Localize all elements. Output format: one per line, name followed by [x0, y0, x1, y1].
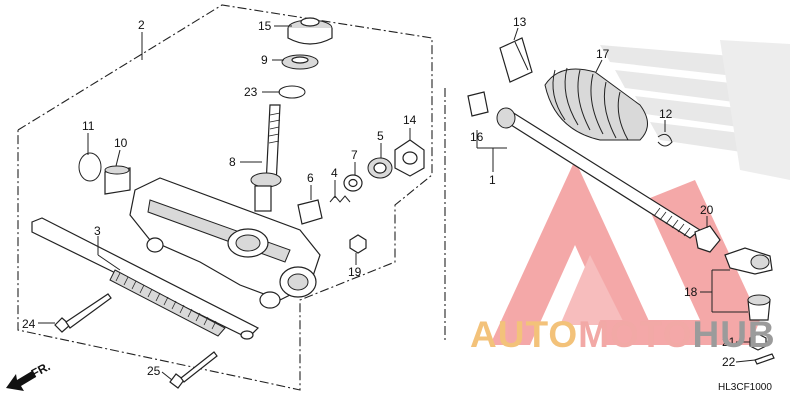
callout-24: 24 — [22, 317, 36, 331]
cotter-pin-22 — [754, 353, 775, 365]
callout-3: 3 — [94, 224, 101, 238]
assembly-boundary-left — [17, 4, 433, 391]
bushing-10 — [104, 165, 131, 195]
gearbox-housing — [129, 177, 321, 309]
bolt-24 — [54, 293, 112, 333]
callout-7: 7 — [351, 148, 358, 162]
callout-23: 23 — [244, 85, 258, 99]
watermark-part-hub: HUB — [692, 314, 775, 355]
callout-1: 1 — [489, 173, 496, 187]
callout-11: 11 — [82, 119, 95, 133]
drawing-code: HL3CF1000 — [718, 382, 772, 393]
boot-band-13 — [499, 37, 533, 83]
callout-labels: 2 15 9 23 11 10 8 6 4 7 5 14 19 3 24 25 … — [22, 15, 736, 378]
callout-2: 2 — [138, 18, 145, 32]
svg-text:AUTOMOTOHUB: AUTOMOTOHUB — [470, 314, 776, 355]
watermark-text: AUTOMOTOHUB — [470, 314, 776, 355]
cap-15 — [287, 17, 333, 45]
callout-4: 4 — [331, 166, 338, 180]
clip-12 — [657, 133, 673, 147]
callout-25: 25 — [147, 364, 161, 378]
spring-4 — [329, 195, 351, 203]
callout-15: 15 — [258, 19, 272, 33]
callout-21: 21 — [722, 335, 736, 349]
callout-5: 5 — [377, 129, 384, 143]
callout-8: 8 — [229, 155, 236, 169]
callout-17: 17 — [596, 47, 610, 61]
watermark-part-auto: AUTO — [470, 314, 578, 355]
seal-9 — [281, 54, 319, 70]
bolt-25 — [169, 351, 218, 389]
nut-19 — [349, 234, 367, 254]
washer-16 — [467, 91, 489, 117]
circlip-23 — [278, 85, 306, 99]
leader-lines — [38, 25, 756, 381]
snap-ring-11 — [78, 152, 102, 182]
rack-guide-6 — [297, 199, 323, 225]
callout-18: 18 — [684, 285, 698, 299]
front-direction-marker: FR. — [6, 359, 52, 391]
callout-9: 9 — [261, 53, 268, 67]
screw-5 — [367, 157, 393, 179]
nut-7 — [343, 174, 363, 192]
tie-rod-end-upper — [724, 247, 773, 275]
callout-14: 14 — [403, 113, 417, 127]
callout-13: 13 — [513, 15, 527, 29]
callout-12: 12 — [659, 107, 673, 121]
callout-19: 19 — [348, 265, 362, 279]
watermark-part-moto: MOTO — [578, 314, 692, 355]
dust-boot-17 — [544, 67, 648, 141]
castle-nut-21 — [749, 333, 767, 351]
rack-bar — [31, 217, 260, 340]
callout-22: 22 — [722, 355, 736, 369]
locknut-14 — [394, 139, 425, 177]
callout-6: 6 — [307, 171, 314, 185]
tie-rod-end-lower — [747, 294, 771, 321]
callout-10: 10 — [114, 136, 128, 150]
brand-wing-logo — [600, 40, 790, 180]
callout-16: 16 — [470, 130, 484, 144]
pinion-shaft — [250, 104, 282, 212]
callout-20: 20 — [700, 203, 714, 217]
